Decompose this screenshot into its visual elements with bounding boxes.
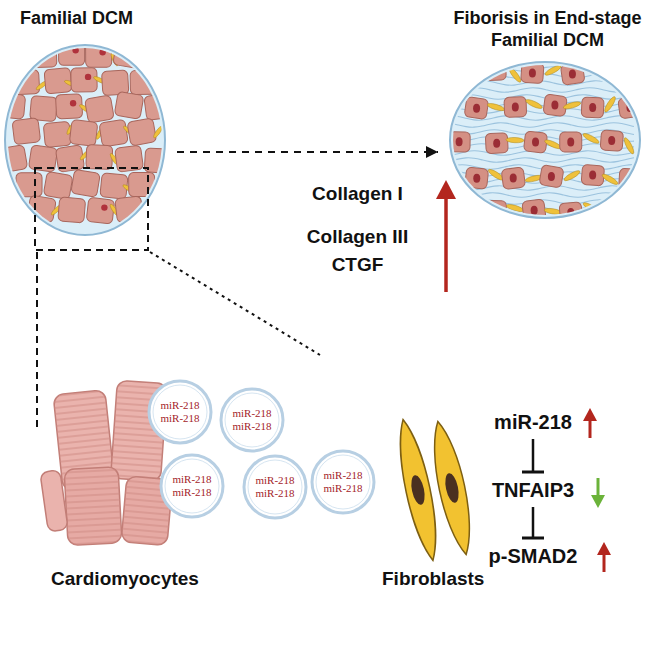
exosome-circle: miR-218 miR-218	[310, 449, 376, 515]
mirna-label: miR-218 miR-218	[320, 469, 366, 494]
cell-group: Cardiomyocytes	[30, 375, 220, 595]
mirna-label: miR-218 miR-218	[252, 474, 298, 499]
node-label: Familial DCM	[20, 8, 175, 30]
down-arrow	[591, 478, 605, 508]
gene-label: p-SMAD2	[489, 544, 578, 568]
mirna-label: miR-218 miR-218	[169, 473, 215, 498]
up-arrow	[583, 408, 597, 438]
tissue-panel: Fiborisis in End-stage Familial DCM	[440, 5, 655, 220]
mirna-label: miR-218 miR-218	[229, 407, 275, 432]
node-label: Fiborisis in End-stage Familial DCM	[443, 5, 653, 51]
node-label: Cardiomyocytes	[51, 568, 199, 595]
inhibition-line	[532, 507, 535, 538]
gene-label: TNFAIP3	[492, 478, 574, 502]
tissue-panel: Familial DCM	[5, 5, 175, 235]
marker-label: CTGF	[295, 254, 420, 276]
tissue-section	[0, 40, 180, 235]
inhibition-line	[532, 439, 535, 472]
mirna-label: miR-218 miR-218	[157, 399, 203, 424]
exosome-circle: miR-218 miR-218	[242, 454, 308, 520]
pathway-item: miR-218	[490, 408, 576, 436]
pathway-item: TNFAIP3	[488, 476, 578, 504]
exosome-circle: miR-218 miR-218	[219, 387, 285, 453]
up-arrow	[597, 542, 611, 572]
cell-group: Fibroblasts	[372, 405, 494, 595]
exosome-circle: miR-218 miR-218	[147, 379, 213, 445]
marker-label: Collagen I	[295, 183, 420, 205]
marker-label: Collagen III	[295, 226, 420, 248]
gene-label: miR-218	[494, 410, 572, 434]
pathway-item: p-SMAD2	[485, 542, 582, 570]
fibroblast-illustration	[391, 417, 478, 563]
exosome-circle: miR-218 miR-218	[159, 453, 225, 519]
increase-arrow	[436, 180, 456, 292]
node-label: Fibroblasts	[382, 568, 484, 595]
tissue-illustration	[0, 40, 655, 235]
tissue-section	[445, 59, 656, 224]
progression-arrow	[177, 151, 438, 153]
